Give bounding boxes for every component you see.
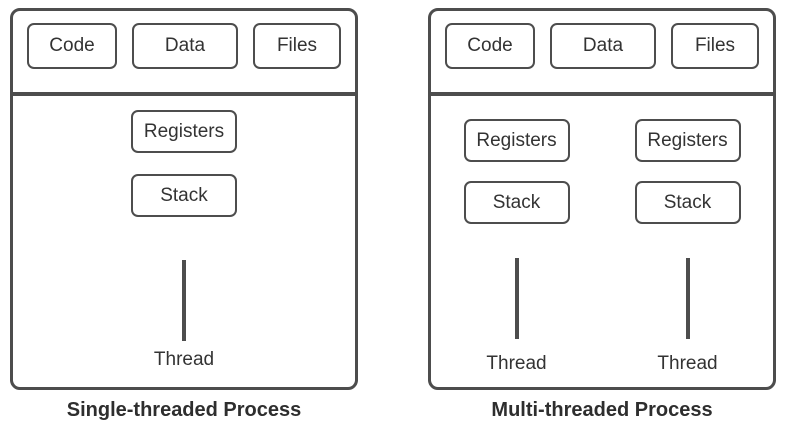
thread-section-multi: Registers Stack Thread Registers Stack T… xyxy=(431,96,773,375)
thread-column: Registers Stack Thread xyxy=(13,96,355,371)
stack-box: Stack xyxy=(463,181,570,224)
registers-box: Registers xyxy=(131,110,237,153)
files-box: Files xyxy=(671,23,759,69)
process-box-multi: Code Data Files Registers Stack Thread R… xyxy=(428,8,776,390)
thread-label: Thread xyxy=(657,353,718,374)
section-divider xyxy=(431,92,773,96)
thread-label: Thread xyxy=(153,349,215,370)
code-box: Code xyxy=(445,23,535,69)
shared-resources-section-multi: Code Data Files xyxy=(431,11,773,92)
thread-label: Thread xyxy=(486,353,547,374)
thread-column: Registers Stack Thread xyxy=(602,96,773,375)
section-divider xyxy=(13,92,355,96)
files-box: Files xyxy=(253,23,341,69)
process-box-single: Code Data Files Registers Stack Thread xyxy=(10,8,358,390)
multi-threaded-panel: Code Data Files Registers Stack Thread R… xyxy=(428,8,776,422)
registers-box: Registers xyxy=(463,119,570,162)
shared-resources-section-single: Code Data Files xyxy=(13,11,355,92)
single-threaded-panel: Code Data Files Registers Stack Thread S… xyxy=(10,8,358,422)
stack-box: Stack xyxy=(131,174,237,217)
thread-line-icon xyxy=(514,258,519,339)
stack-box: Stack xyxy=(634,181,741,224)
thread-line-icon xyxy=(685,258,690,339)
registers-box: Registers xyxy=(634,119,741,162)
multi-threaded-caption: Multi-threaded Process xyxy=(491,399,713,421)
thread-line-icon xyxy=(182,260,186,341)
code-box: Code xyxy=(27,23,117,69)
data-box: Data xyxy=(132,23,238,69)
thread-column: Registers Stack Thread xyxy=(431,96,602,375)
thread-section-single: Registers Stack Thread xyxy=(13,96,355,371)
single-threaded-caption: Single-threaded Process xyxy=(66,399,302,421)
data-box: Data xyxy=(550,23,656,69)
